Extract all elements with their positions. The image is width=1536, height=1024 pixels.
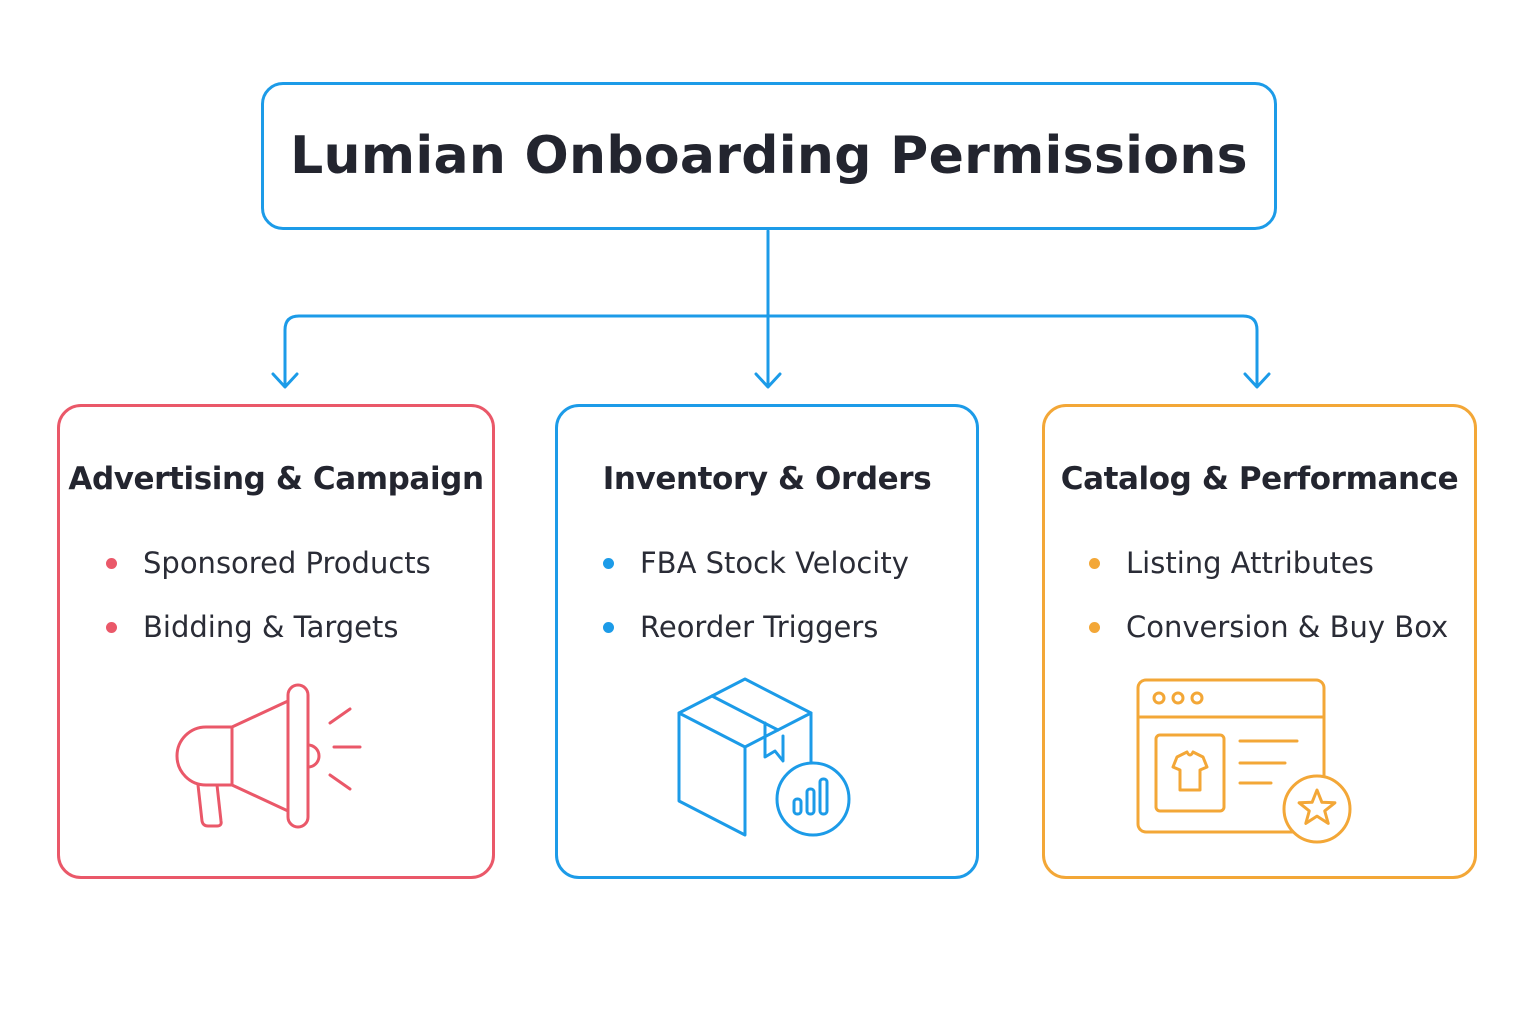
category-card-advertising: Advertising & Campaign Sponsored Product… [57, 404, 495, 879]
list-item: Listing Attributes [1089, 531, 1448, 595]
list-item-label: Bidding & Targets [143, 610, 399, 644]
arrowhead-center [754, 372, 782, 389]
list-item: Conversion & Buy Box [1089, 595, 1448, 659]
list-item-label: Listing Attributes [1126, 546, 1374, 580]
bullet-dot [603, 557, 614, 569]
category-card-inventory: Inventory & Orders FBA Stock Velocity Re… [555, 404, 979, 879]
list-item: Bidding & Targets [106, 595, 431, 659]
bullet-dot [603, 621, 614, 633]
permission-list: Sponsored Products Bidding & Targets [106, 531, 431, 659]
connector-branch [283, 314, 1259, 388]
bullet-dot [106, 557, 117, 569]
card-title: Advertising & Campaign [68, 461, 484, 497]
title-box: Lumian Onboarding Permissions [261, 82, 1277, 230]
list-item-label: Reorder Triggers [640, 610, 879, 644]
list-item: FBA Stock Velocity [603, 531, 909, 595]
permission-list: FBA Stock Velocity Reorder Triggers [603, 531, 909, 659]
card-title: Inventory & Orders [602, 461, 932, 497]
arrowhead-left [271, 372, 299, 389]
bullet-dot [106, 621, 117, 633]
megaphone-icon [175, 683, 362, 829]
arrowhead-right [1243, 372, 1271, 389]
list-item-label: Sponsored Products [143, 546, 431, 580]
list-item-label: FBA Stock Velocity [640, 546, 909, 580]
list-item: Reorder Triggers [603, 595, 909, 659]
category-card-catalog: Catalog & Performance Listing Attributes… [1042, 404, 1477, 879]
diagram-title: Lumian Onboarding Permissions [290, 126, 1248, 186]
list-item: Sponsored Products [106, 531, 431, 595]
box-chart-icon [677, 677, 851, 837]
card-title: Catalog & Performance [1060, 461, 1459, 497]
permission-list: Listing Attributes Conversion & Buy Box [1089, 531, 1448, 659]
bullet-dot [1089, 557, 1100, 569]
bullet-dot [1089, 621, 1100, 633]
list-item-label: Conversion & Buy Box [1126, 610, 1449, 644]
product-listing-star-icon [1136, 678, 1352, 844]
